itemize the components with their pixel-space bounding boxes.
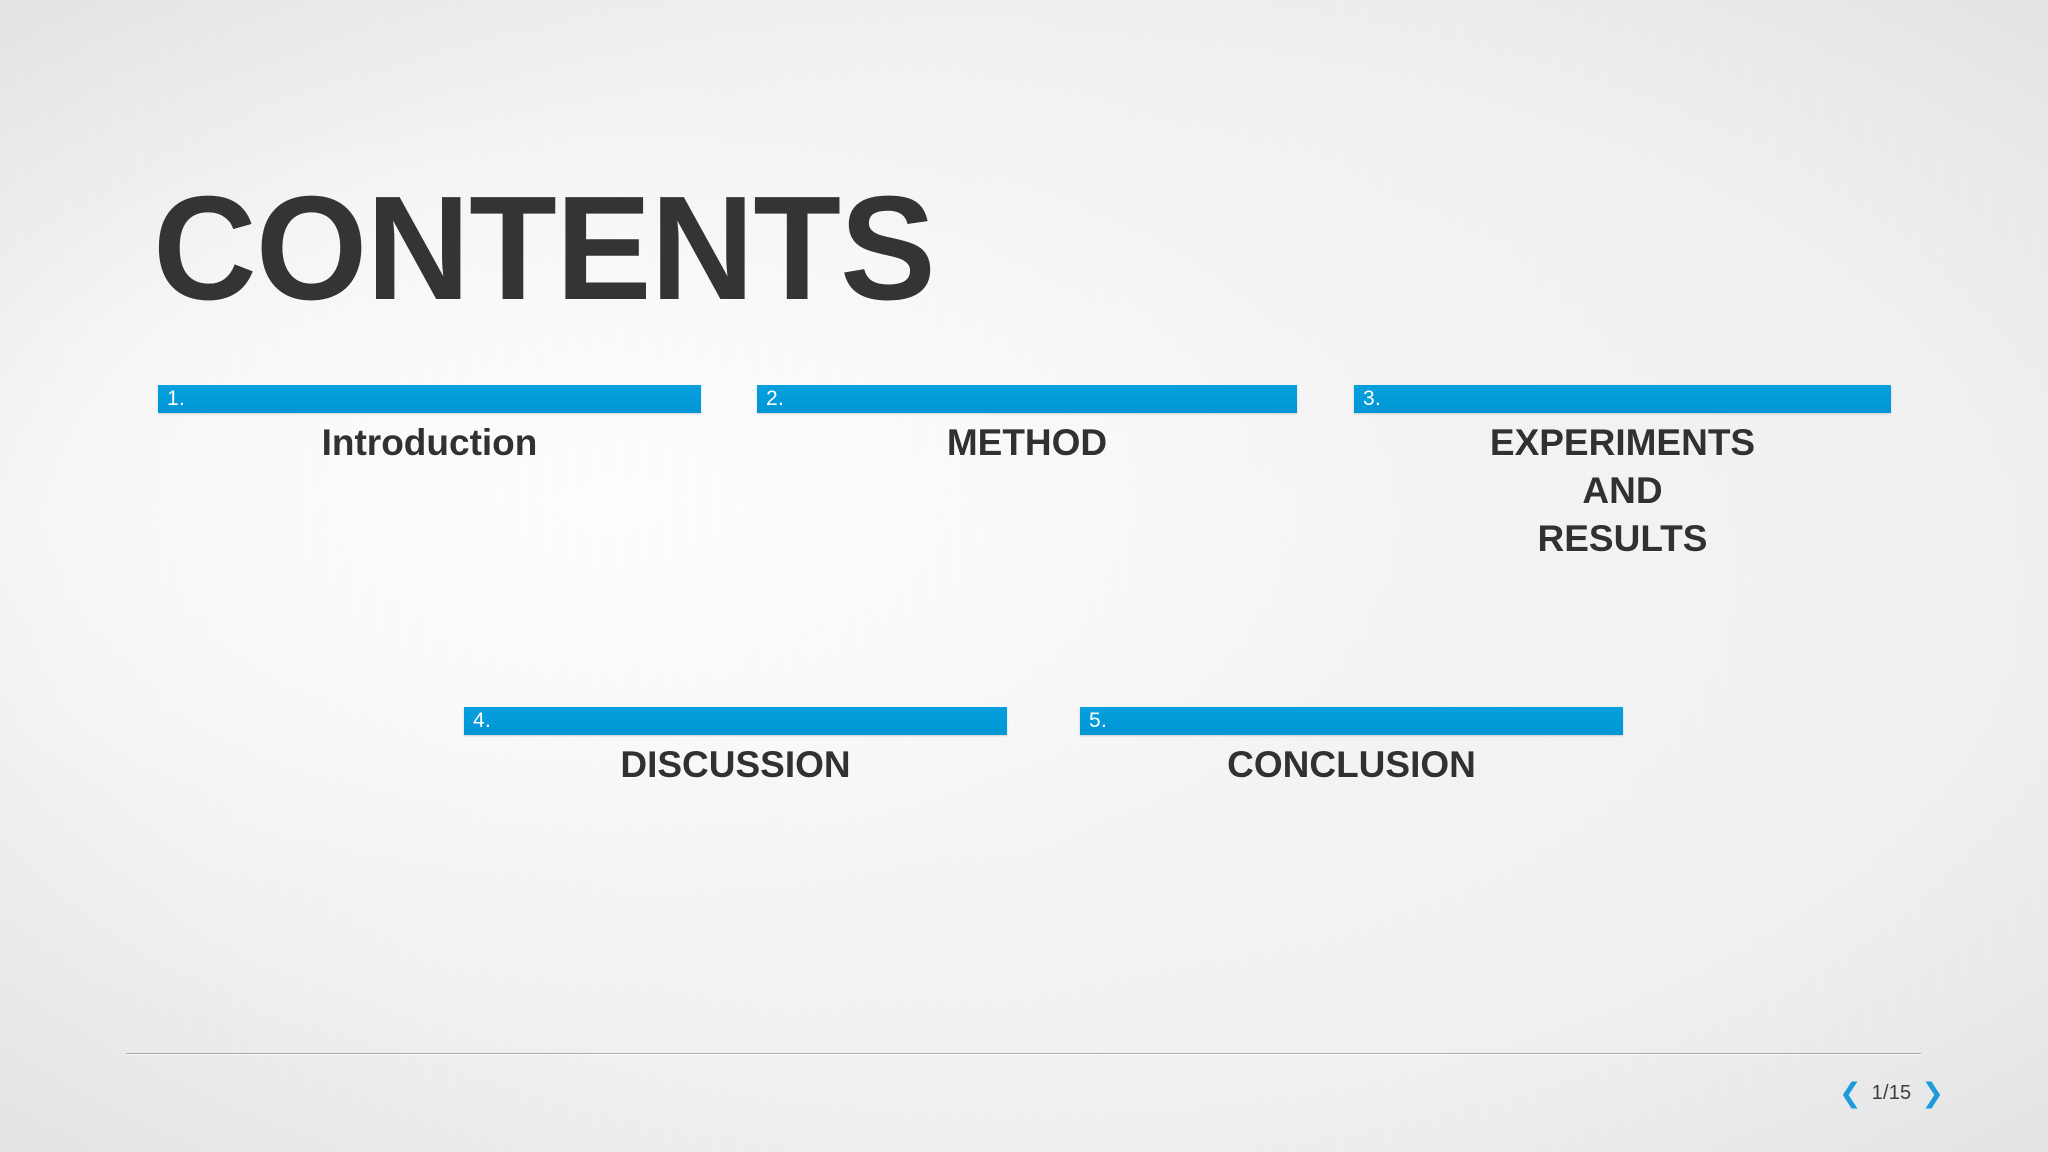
contents-item-number: 4. <box>473 709 492 733</box>
contents-item[interactable]: 3. EXPERIMENTS AND RESULTS <box>1354 385 1891 563</box>
contents-item-label: CONCLUSION <box>1227 744 1476 785</box>
contents-item-label: DISCUSSION <box>620 744 851 785</box>
contents-item-number: 5. <box>1089 709 1108 733</box>
contents-item-number: 2. <box>766 387 785 411</box>
footer-divider <box>126 1053 1921 1054</box>
contents-item-label: Introduction <box>321 422 538 463</box>
contents-item-label: METHOD <box>946 422 1108 463</box>
page-indicator: 1/15 <box>1871 1082 1912 1104</box>
next-slide-icon[interactable]: ❯ <box>1921 1077 1944 1108</box>
contents-item-number: 1. <box>167 387 186 411</box>
contents-item[interactable]: 5. CONCLUSION <box>1080 707 1623 789</box>
contents-item-bar: 5. <box>1080 707 1623 735</box>
contents-item-number: 3. <box>1363 387 1382 411</box>
contents-item-bar: 2. <box>757 385 1297 413</box>
contents-item-bar: 4. <box>464 707 1007 735</box>
contents-item[interactable]: 4. DISCUSSION <box>464 707 1007 789</box>
page-title: CONTENTS <box>153 166 936 332</box>
contents-item-label: EXPERIMENTS AND RESULTS <box>1489 422 1756 560</box>
contents-item[interactable]: 1. Introduction <box>158 385 701 467</box>
contents-item-bar: 1. <box>158 385 701 413</box>
slide-pager: ❮ 1/15 ❯ <box>1839 1078 1944 1108</box>
contents-item-bar: 3. <box>1354 385 1891 413</box>
contents-item[interactable]: 2. METHOD <box>757 385 1297 467</box>
previous-slide-icon[interactable]: ❮ <box>1839 1077 1862 1108</box>
